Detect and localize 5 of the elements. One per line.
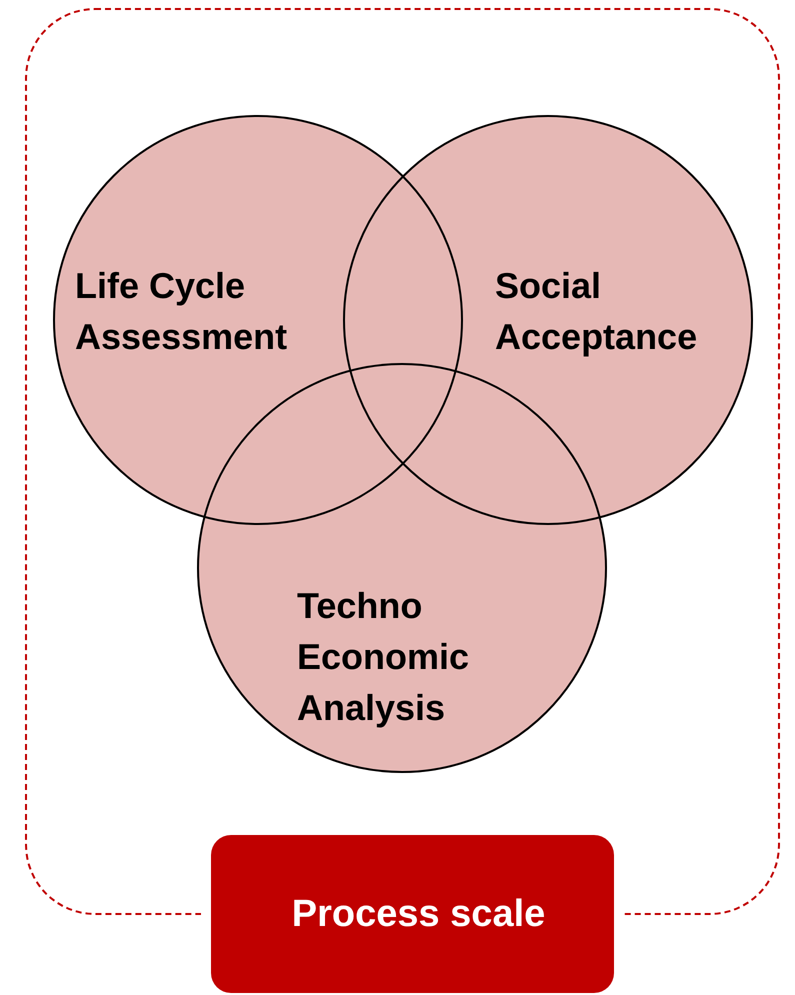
circle-label: Techno Economic Analysis [297,584,470,730]
circle-label: Social Acceptance [495,264,698,359]
box-label: Process scale [290,892,546,936]
circle-label: Life Cycle Assessment [75,264,288,359]
process-box [211,835,614,993]
